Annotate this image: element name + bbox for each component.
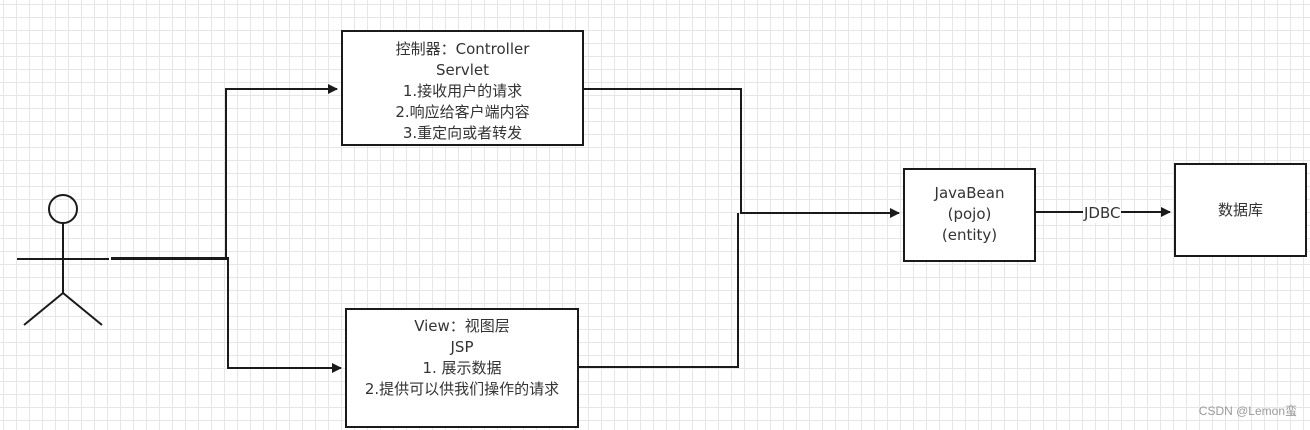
actor-stick-figure-icon — [17, 194, 109, 326]
view-to-javabean-connector — [579, 213, 739, 368]
controller-item: 1.接收用户的请求 — [402, 82, 523, 100]
database-box: 数据库 — [1174, 163, 1307, 257]
actor-to-view-connector — [111, 257, 342, 373]
controller-to-javabean-connector — [584, 88, 900, 218]
view-title: View：视图层 — [414, 317, 510, 335]
controller-item: 2.响应给客户端内容 — [395, 103, 530, 121]
controller-title: 控制器：Controller — [395, 40, 530, 58]
view-box: View：视图层 JSP 1. 展示数据 2.提供可以供我们操作的请求 — [345, 308, 579, 428]
actor-to-controller-connector — [111, 84, 338, 260]
database-label: 数据库 — [1217, 201, 1263, 219]
javabean-alias-pojo: (pojo) — [947, 205, 992, 223]
view-item: 1. 展示数据 — [422, 359, 502, 377]
watermark: CSDN @Lemon蛮 — [1198, 404, 1297, 418]
controller-box: 控制器：Controller Servlet 1.接收用户的请求 2.响应给客户… — [341, 30, 584, 146]
controller-item: 3.重定向或者转发 — [402, 124, 523, 142]
javabean-box: JavaBean (pojo) (entity) — [903, 168, 1036, 262]
controller-subtitle: Servlet — [435, 61, 490, 79]
view-item: 2.提供可以供我们操作的请求 — [364, 380, 560, 398]
jdbc-connector-label: JDBC — [1083, 203, 1122, 223]
javabean-alias-entity: (entity) — [941, 226, 998, 244]
view-subtitle: JSP — [450, 338, 474, 356]
javabean-title: JavaBean — [934, 184, 1005, 202]
